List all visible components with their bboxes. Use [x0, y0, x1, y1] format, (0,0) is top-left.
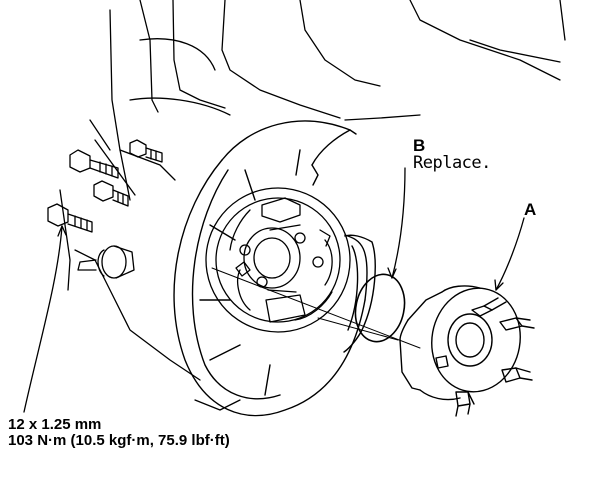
bolt-middle-left	[93, 180, 129, 207]
leader-bolt	[23, 225, 63, 413]
plug-lower	[77, 245, 135, 279]
bolt-upper-right	[129, 139, 163, 163]
bolt-lower-left	[47, 203, 93, 233]
bolt-upper-left	[69, 149, 119, 179]
leader-lines	[23, 167, 525, 413]
dust-shield-segment	[343, 234, 376, 353]
knuckle-bolts	[47, 139, 163, 279]
leader-bolt-arrow	[57, 225, 67, 237]
knuckle-outline	[59, 0, 566, 411]
leader-a	[495, 217, 525, 291]
brake-shoe-assembly	[205, 187, 351, 333]
assembly-axis-line	[211, 267, 421, 349]
torque-spec: 103 N·m (10.5 kgf·m, 75.9 lbf·ft)	[8, 432, 230, 449]
callout-label-b: B	[413, 136, 426, 155]
leader-b	[391, 167, 406, 279]
o-ring	[354, 273, 406, 343]
bolt-size-spec: 12 x 1.25 mm	[8, 416, 102, 433]
callout-label-a: A	[524, 200, 537, 219]
leader-a-arrow	[494, 279, 504, 291]
backing-plate	[173, 120, 368, 417]
leader-b-arrow	[387, 267, 397, 279]
callout-note-replace: Replace.	[413, 153, 491, 173]
hub-bearing-unit	[399, 285, 535, 417]
